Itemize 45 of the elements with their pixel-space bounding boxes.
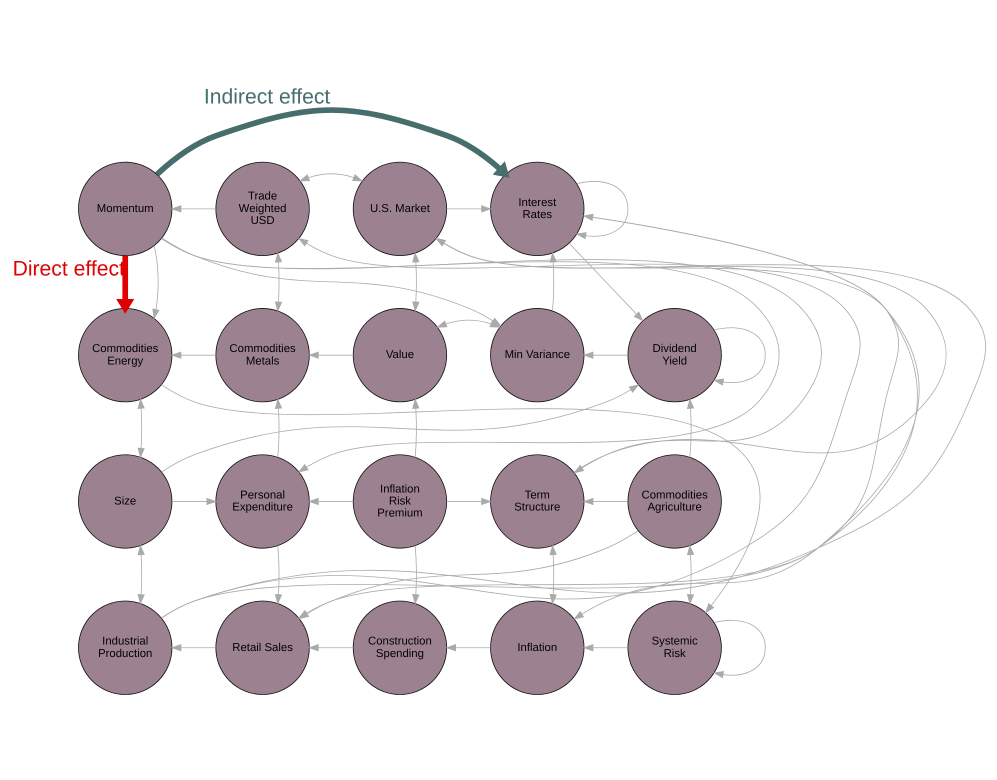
arrow — [116, 255, 134, 314]
arrow — [274, 398, 282, 458]
arrow — [308, 644, 354, 651]
arrow — [170, 350, 216, 358]
node-circle: Construction Spending — [352, 600, 447, 694]
arrow — [568, 242, 644, 322]
arrow — [412, 251, 420, 312]
node-circle: Size — [78, 454, 172, 548]
arrow — [549, 251, 556, 311]
arrow — [412, 398, 420, 458]
arrow — [171, 497, 217, 505]
arrow — [712, 326, 766, 386]
arrow — [160, 384, 760, 614]
arrow — [298, 172, 363, 181]
arrow — [582, 350, 628, 358]
arrow — [446, 497, 492, 505]
arrow — [686, 398, 694, 458]
node-circle: Commodities Metals — [214, 308, 310, 402]
node-circle: Commodities Agriculture — [627, 454, 722, 548]
edge-label: Direct effect — [12, 257, 124, 280]
arrow — [274, 544, 282, 604]
arrow — [575, 180, 628, 239]
arrow — [308, 350, 354, 358]
arrow — [308, 497, 354, 505]
arrow — [170, 644, 216, 651]
node-circle: Inflation Risk Premium — [352, 454, 447, 548]
arrow — [274, 251, 282, 312]
node-circle: Industrial Production — [78, 600, 172, 694]
arrow — [446, 204, 492, 212]
arrow — [170, 204, 216, 212]
arrow — [444, 644, 490, 651]
node-circle: Systemic Risk — [627, 600, 722, 694]
edge-label: Indirect effect — [203, 84, 330, 108]
arrow — [712, 619, 766, 678]
arrow — [582, 497, 628, 505]
arrow — [686, 544, 694, 604]
arrow — [436, 319, 500, 328]
arrow — [582, 644, 628, 651]
node-circle: Momentum — [78, 161, 172, 256]
arrow — [549, 544, 556, 604]
arrow — [136, 398, 144, 458]
arrow — [154, 106, 510, 178]
arrow — [152, 244, 160, 320]
arrow — [412, 544, 420, 604]
arrow — [136, 544, 144, 604]
